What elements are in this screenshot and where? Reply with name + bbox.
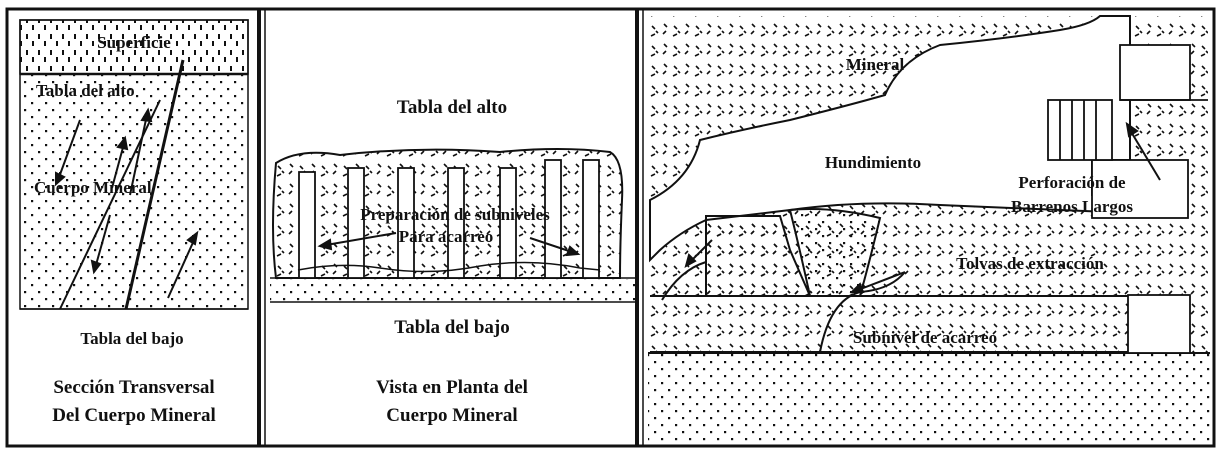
sublevel-drifts	[298, 159, 600, 279]
hanging-wall-label-left: Tabla del alto	[36, 81, 135, 100]
long-holes	[1047, 99, 1113, 161]
caption-left-line2: Del Cuerpo Mineral	[52, 405, 216, 426]
caption-middle-line2: Cuerpo Mineral	[386, 405, 517, 426]
drawpoints	[705, 208, 882, 297]
drilling-label-line1: Perforación de	[1018, 173, 1126, 192]
footwall-dotted-band	[270, 279, 636, 301]
caved-zone	[649, 15, 1181, 263]
surface-label: Superficie	[97, 33, 171, 52]
footwall-dotted-zone	[648, 354, 1210, 442]
footwall-label-middle: Tabla del bajo	[394, 317, 509, 338]
middle-panel-plan-view: Tabla del alto Preparación de subniveles…	[270, 97, 636, 426]
haulage-sublevel-label: Subnivel de acarreo	[853, 328, 997, 347]
ore-label-right: Mineral	[846, 55, 905, 74]
caving-label: Hundimiento	[825, 153, 921, 172]
vein-hanging-wall	[124, 59, 185, 310]
caption-middle-line1: Vista en Planta del	[376, 377, 528, 398]
caption-left-line1: Sección Transversal	[53, 377, 214, 398]
drilling-label-line2: Barrenos Largos	[1011, 197, 1133, 216]
surface-zone	[19, 19, 249, 75]
haulage-label-middle: Para acarreo	[399, 227, 494, 246]
panel-frames	[5, 7, 1216, 448]
drawpoints-label: Tolvas de extracción	[956, 254, 1104, 273]
ore-body-label-left: Cuerpo Mineral	[34, 178, 152, 197]
hanging-wall-label-middle: Tabla del alto	[397, 97, 507, 118]
sublevel-prep-label: Preparación de subniveles	[360, 205, 550, 224]
right-panel-longitudinal: Mineral Hundimiento Perforación de Barre…	[648, 15, 1210, 442]
footwall-label-left: Tabla del bajo	[80, 329, 183, 348]
left-panel-cross-section: Superficie Tabla del alto Cuerpo Mineral…	[19, 19, 249, 426]
